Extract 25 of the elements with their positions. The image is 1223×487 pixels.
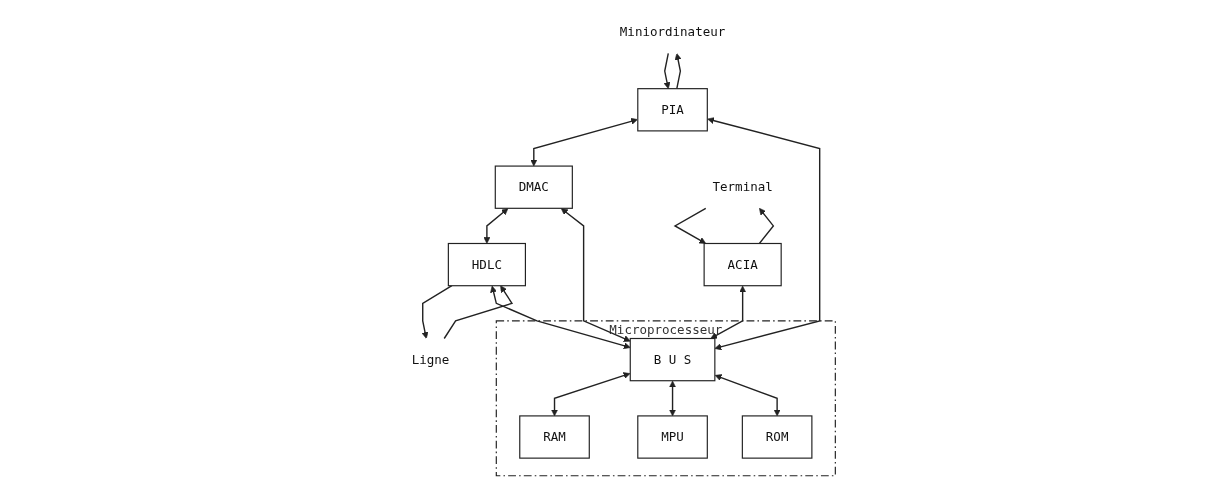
node-box: ROM xyxy=(741,415,813,459)
arrow xyxy=(714,374,781,417)
node-box: DMAC xyxy=(494,165,573,209)
arrow xyxy=(663,52,671,89)
arrow xyxy=(443,285,513,340)
node-box: PIA xyxy=(636,88,708,132)
node-text: Ligne xyxy=(411,351,450,367)
arrow xyxy=(674,53,682,90)
arrow xyxy=(673,207,707,244)
node-box: ACIA xyxy=(703,242,782,287)
arrow xyxy=(560,208,631,342)
arrow xyxy=(668,380,676,417)
arrow xyxy=(483,208,508,244)
node-box: HDLC xyxy=(447,242,526,287)
node-text: Terminal xyxy=(712,179,773,195)
arrow xyxy=(707,117,821,351)
node-box: RAM xyxy=(518,415,590,459)
node-box: MPU xyxy=(636,415,708,459)
node-text: Miniordinateur xyxy=(619,24,725,40)
node-box: B U S xyxy=(629,337,716,382)
arrow xyxy=(530,117,638,167)
arrow xyxy=(550,372,630,417)
arrow xyxy=(421,285,453,339)
arrow xyxy=(758,208,774,245)
arrow xyxy=(710,285,746,339)
